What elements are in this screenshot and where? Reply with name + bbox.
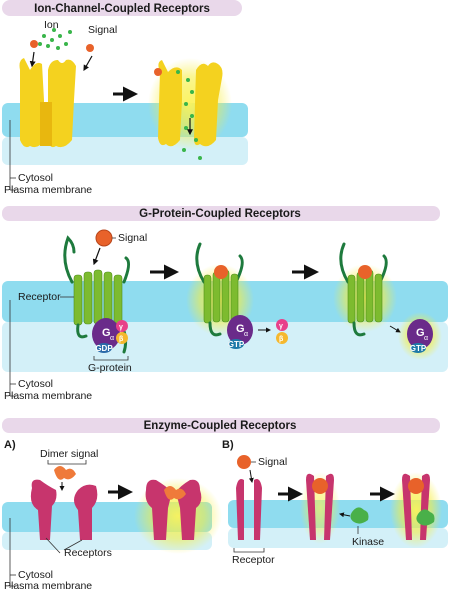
svg-text:G: G	[102, 327, 111, 339]
svg-text:α: α	[244, 331, 248, 338]
enzyme-cytosol-label: Cytosol	[18, 569, 53, 581]
kinase-free	[350, 507, 369, 524]
enzyme-b-receptor-label: Receptor	[232, 554, 275, 566]
enzyme-section: Enzyme-Coupled Receptors A) Dimer signal…	[2, 418, 448, 590]
g-protein-inactive: G α γ β GDP	[92, 318, 128, 353]
gpcr-signal-bound-2	[214, 265, 228, 279]
enzyme-section-title: Enzyme-Coupled Receptors	[144, 420, 297, 432]
svg-text:GTP: GTP	[410, 344, 427, 353]
dimer-signal-bound	[164, 486, 186, 500]
enzyme-b-signal-bound-3	[408, 478, 424, 494]
ion-cytosol-label: Cytosol	[18, 172, 53, 184]
svg-text:γ: γ	[119, 324, 123, 331]
ion-signal-molecule	[30, 40, 38, 48]
enzyme-b-cytosol	[228, 528, 448, 548]
svg-text:β: β	[279, 336, 284, 343]
g-alpha-move-arrow	[389, 325, 401, 333]
ion-signal-molecule-2	[86, 44, 94, 52]
svg-text:γ: γ	[279, 323, 283, 330]
enzyme-receptor-b-1	[236, 479, 262, 540]
gprotein-bracket	[93, 356, 129, 361]
ion-signal-label: Signal	[88, 24, 117, 36]
gpcr-receptor-2	[195, 242, 244, 337]
receptors-label: Receptors	[64, 547, 112, 559]
ion-dots-cluster	[38, 28, 72, 50]
ion-channel-section: Ion-Channel-Coupled Receptors Ion Signal	[2, 0, 248, 196]
dimer-signal-free	[54, 466, 76, 480]
svg-text:GTP: GTP	[228, 340, 245, 349]
gpcr-signal-label: Signal	[118, 232, 147, 244]
gpcr-receptor-3	[339, 242, 388, 337]
dimer-signal-label: Dimer signal	[40, 448, 98, 460]
gpcr-section-header	[2, 206, 440, 221]
svg-text:G: G	[416, 327, 425, 339]
enzyme-membrane-label: Plasma membrane	[4, 580, 92, 590]
svg-text:β: β	[119, 336, 124, 343]
enzyme-receptor-a-right	[74, 484, 98, 540]
gpcr-section-title: G-Protein-Coupled Receptors	[139, 208, 301, 220]
enzyme-receptor-a-left	[30, 479, 57, 540]
ion-channel-open	[158, 60, 223, 147]
ion-dots-flowing	[176, 70, 202, 160]
enzyme-b-signal-label: Signal	[258, 456, 287, 468]
kinase-label: Kinase	[352, 536, 384, 548]
ion-signal-bound	[154, 68, 162, 76]
gpcr-signal-free	[95, 229, 113, 247]
kinase-bound	[416, 509, 435, 526]
gpcr-receptor-label: Receptor	[18, 291, 61, 303]
ion-signal-arrow	[83, 55, 93, 72]
ion-section-header	[2, 0, 242, 16]
gpcr-signal-arrow	[92, 247, 101, 266]
svg-text:α: α	[424, 335, 428, 342]
beta-gamma-free: γ β	[276, 319, 288, 344]
ion-channel-closed	[19, 58, 76, 148]
ion-label-arrow	[29, 51, 36, 68]
kinase-arrow	[339, 512, 351, 518]
panel-b-tag: B)	[222, 439, 234, 451]
g-alpha-gtp-3: G α GTP	[407, 319, 433, 353]
enzyme-section-header	[2, 418, 440, 433]
enzyme-b-signal-free	[237, 455, 251, 469]
gpcr-section: G-Protein-Coupled Receptors Signal Recep…	[2, 206, 448, 402]
svg-text:G: G	[236, 323, 245, 335]
enzyme-b-signal-bound-2	[312, 478, 328, 494]
gpcr-signal-bound-3	[358, 265, 372, 279]
svg-text:α: α	[110, 335, 114, 342]
ion-membrane-label: Plasma membrane	[4, 184, 92, 196]
gpcr-cytosol-label: Cytosol	[18, 378, 53, 390]
g-alpha-gtp-2: G α GTP	[227, 315, 253, 349]
gprotein-label: G-protein	[88, 362, 132, 374]
svg-text:GDP: GDP	[95, 344, 113, 353]
ion-label: Ion	[44, 19, 59, 31]
panel-a-tag: A)	[4, 439, 16, 451]
ion-section-title: Ion-Channel-Coupled Receptors	[34, 3, 210, 15]
gpcr-membrane-label: Plasma membrane	[4, 390, 92, 402]
